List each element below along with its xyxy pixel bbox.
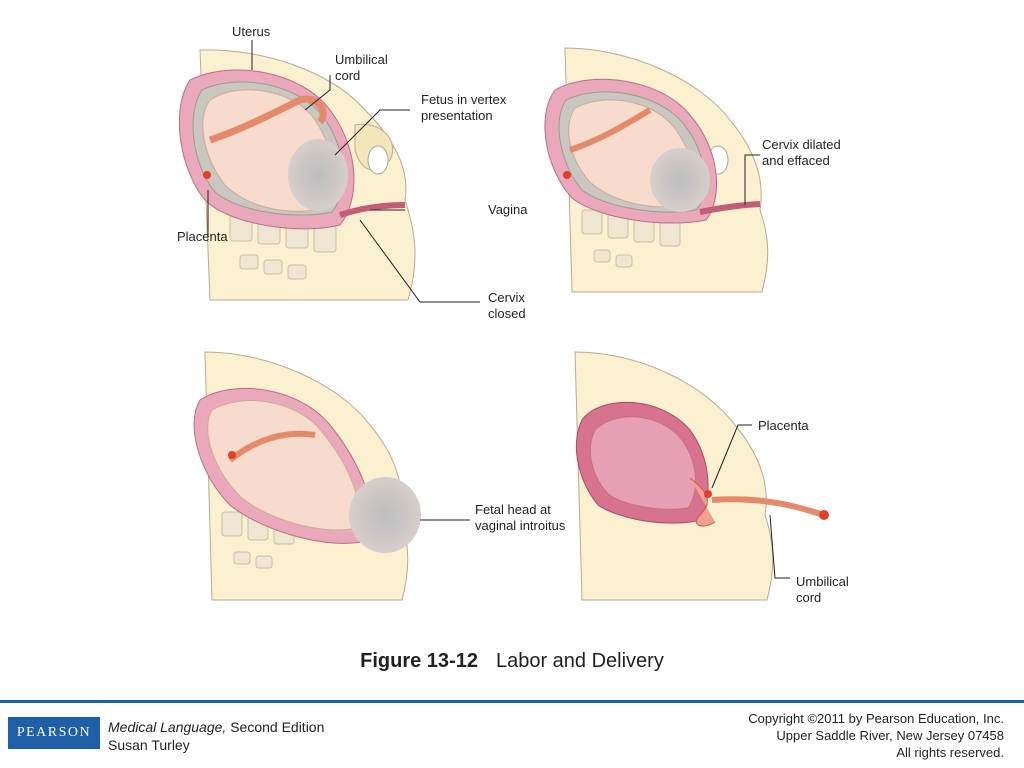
label-umbilical-cord-delivery: Umbilical cord	[796, 574, 849, 605]
copyright-block: Copyright ©2011 by Pearson Education, In…	[748, 710, 1004, 761]
book-title: Medical Language,	[108, 719, 227, 735]
copyright-line-3: All rights reserved.	[896, 745, 1004, 760]
book-info: Medical Language, Second Edition Susan T…	[108, 718, 324, 754]
panel-1-drawing	[178, 49, 416, 301]
panel-4-drawing	[574, 351, 829, 601]
label-fetus-vertex: Fetus in vertex presentation	[421, 92, 507, 123]
label-placenta-delivery: Placenta	[758, 418, 809, 433]
pearson-logo: PEARSON	[8, 717, 100, 749]
copyright-line-1: Copyright ©2011 by Pearson Education, In…	[748, 711, 1004, 726]
figure-title: Labor and Delivery	[495, 650, 664, 672]
label-uterus: Uterus	[232, 24, 271, 39]
label-umbilical-cord: Umbilical cord	[335, 52, 388, 83]
label-placenta: Placenta	[177, 229, 228, 244]
book-edition: Second Edition	[230, 719, 325, 735]
figure-caption: Figure 13-12 Labor and Delivery	[0, 650, 1024, 673]
leader-lines	[207, 40, 790, 579]
footer-rule	[0, 700, 1024, 703]
label-cervix-dilated: Cervix dilated and effaced	[762, 137, 841, 168]
label-fetal-head: Fetal head at vaginal introitus	[475, 502, 566, 533]
book-author: Susan Turley	[108, 737, 190, 753]
figure-number: Figure 13-12	[360, 650, 478, 672]
copyright-line-2: Upper Saddle River, New Jersey 07458	[776, 728, 1004, 743]
spine-vertebrae-2	[581, 209, 681, 268]
label-cervix-closed: Cervix closed	[488, 290, 526, 321]
panel-2-drawing	[544, 47, 769, 293]
panel-3-drawing	[193, 351, 421, 601]
label-vagina: Vagina	[488, 202, 528, 217]
